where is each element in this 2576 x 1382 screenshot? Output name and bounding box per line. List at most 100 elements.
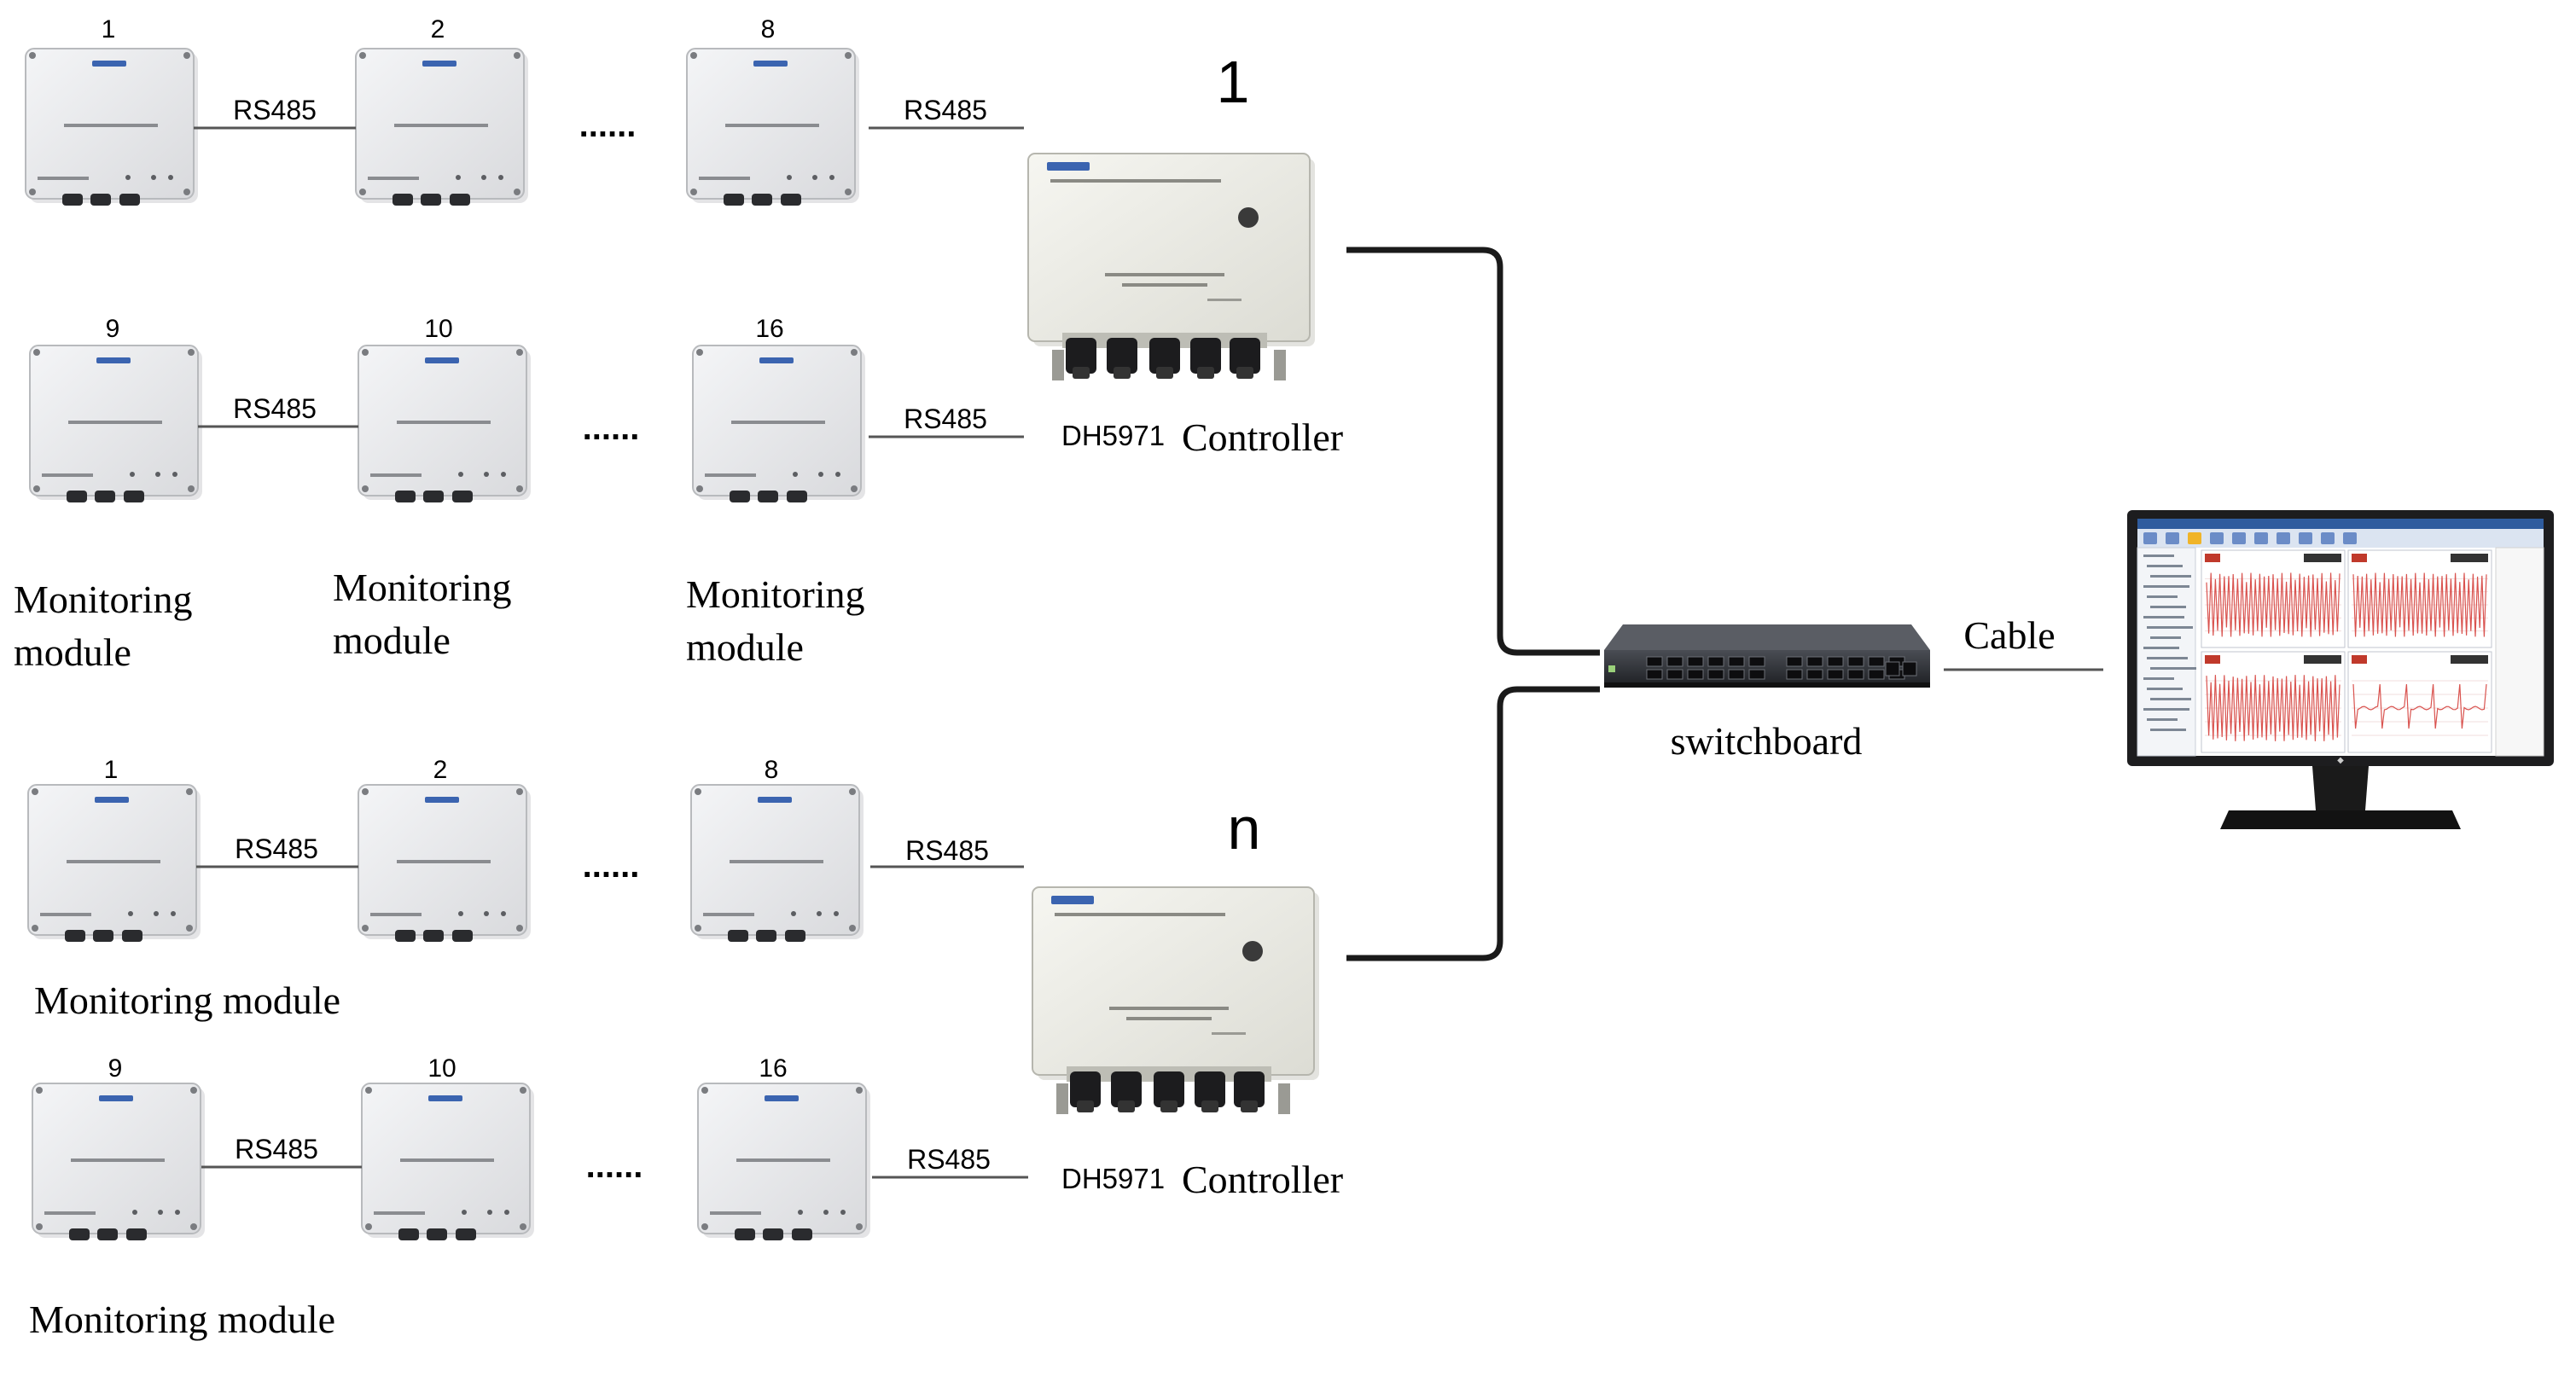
cable-gland-icon	[1190, 338, 1221, 379]
cable-gland-icon	[95, 491, 115, 502]
cable-gland-icon	[67, 491, 87, 502]
cable-gland-icon	[423, 491, 444, 502]
module-number: 2	[431, 15, 445, 44]
cable-gland-icon	[69, 1228, 90, 1240]
cable-gland-icon	[724, 194, 744, 206]
controller-label: Controller	[1182, 415, 1343, 459]
module-number: 10	[424, 315, 452, 343]
monitoring-module-unit	[690, 784, 864, 942]
cable-gland-icon	[452, 930, 473, 942]
module-number: 1	[102, 15, 116, 44]
cable-gland-icon	[752, 194, 772, 206]
group-1: 1 2 8 RS485 ...... RS485 9 10 16 RS485 .…	[14, 15, 1343, 674]
monitoring-module-unit	[27, 784, 201, 942]
cable-gland-icon	[122, 930, 142, 942]
cable-gland-icon	[785, 930, 805, 942]
cable-gland-icon	[792, 1228, 812, 1240]
cable-gland-icon	[97, 1228, 118, 1240]
module-label-line2: module	[333, 618, 451, 662]
monitoring-module-unit	[692, 345, 865, 502]
rs485-label: RS485	[907, 1144, 991, 1175]
cable-gland-icon	[730, 491, 750, 502]
controller-unit	[1027, 153, 1315, 380]
cable-gland-icon	[124, 491, 144, 502]
cable-gland-icon	[758, 491, 778, 502]
cable-gland-icon	[1195, 1071, 1225, 1112]
controller-1-uplink	[1346, 247, 1600, 656]
monitoring-module-unit	[686, 48, 859, 206]
waveform-panel	[2347, 651, 2492, 753]
module-number: 10	[427, 1054, 456, 1083]
cable-gland-icon	[93, 930, 113, 942]
monitor-neck	[2312, 766, 2369, 810]
module-label-line1: Monitoring	[686, 572, 865, 616]
rs485-label: RS485	[235, 1134, 318, 1164]
group-n: 1 2 8 RS485 ...... RS485 Monitoring modu…	[27, 756, 1343, 1341]
monitoring-module-unit	[32, 1083, 205, 1240]
module-number: 8	[765, 756, 779, 784]
rs485-label: RS485	[233, 95, 317, 125]
cable-gland-icon	[728, 930, 748, 942]
cable-gland-icon	[427, 1228, 447, 1240]
cable-gland-icon	[1234, 1071, 1265, 1112]
monitoring-module-unit	[355, 48, 528, 206]
rs485-label: RS485	[233, 393, 317, 424]
waveform-panel	[2201, 549, 2346, 648]
controller-model: DH5971	[1061, 420, 1165, 451]
monitoring-module-unit	[361, 1083, 534, 1240]
cable-gland-icon	[450, 194, 470, 206]
cable-label: Cable	[1963, 613, 2055, 657]
waveform-panel	[2347, 549, 2492, 648]
cable-gland-icon	[1107, 338, 1137, 379]
rs485-label: RS485	[904, 95, 987, 125]
module-label: Monitoring module	[29, 1298, 335, 1341]
cable-gland-icon	[452, 491, 473, 502]
cable-gland-icon	[421, 194, 441, 206]
module-label-line1: Monitoring	[333, 566, 512, 609]
monitor-computer: ◆	[2127, 510, 2554, 829]
module-number: 2	[433, 756, 448, 784]
cable-gland-icon	[62, 194, 83, 206]
cable-gland-icon	[90, 194, 111, 206]
cable-gland-icon	[781, 194, 801, 206]
ellipsis: ......	[579, 107, 637, 144]
rs485-label: RS485	[235, 833, 318, 864]
module-label: Monitoring module	[34, 978, 340, 1022]
switchboard-label: switchboard	[1671, 719, 1863, 763]
controller-label: Controller	[1182, 1158, 1343, 1201]
cable-gland-icon	[1149, 338, 1180, 379]
cable-gland-icon	[395, 930, 416, 942]
cable-gland-icon	[787, 491, 807, 502]
module-label-line2: module	[14, 630, 131, 674]
monitoring-module-unit	[358, 784, 531, 942]
monitor-brand-icon: ◆	[2337, 756, 2344, 765]
cable-gland-icon	[1154, 1071, 1184, 1112]
waveform-panel	[2201, 651, 2346, 753]
cable-gland-icon	[393, 194, 413, 206]
cable-gland-icon	[756, 930, 776, 942]
rs485-label: RS485	[905, 835, 989, 866]
controller-n-uplink	[1346, 686, 1600, 961]
monitoring-module-unit	[29, 345, 202, 502]
monitoring-module-unit	[358, 345, 531, 502]
cable-gland-icon	[1066, 338, 1096, 379]
ellipsis: ......	[583, 847, 640, 885]
cable-gland-icon	[735, 1228, 755, 1240]
controller-model: DH5971	[1061, 1163, 1165, 1194]
module-number: 16	[755, 315, 783, 343]
module-number: 9	[106, 315, 120, 343]
monitoring-module-unit	[697, 1083, 870, 1240]
ellipsis: ......	[583, 409, 640, 447]
cable-gland-icon	[126, 1228, 147, 1240]
monitoring-module-unit	[25, 48, 198, 206]
rs485-label: RS485	[904, 404, 987, 434]
module-label-line1: Monitoring	[14, 578, 193, 621]
controller-unit	[1032, 886, 1319, 1114]
cable-gland-icon	[1070, 1071, 1101, 1112]
cable-gland-icon	[119, 194, 140, 206]
cable-gland-icon	[456, 1228, 476, 1240]
cable-gland-icon	[398, 1228, 419, 1240]
cable-gland-icon	[1111, 1071, 1142, 1112]
ellipsis: ......	[586, 1147, 643, 1185]
cable-gland-icon	[1230, 338, 1260, 379]
